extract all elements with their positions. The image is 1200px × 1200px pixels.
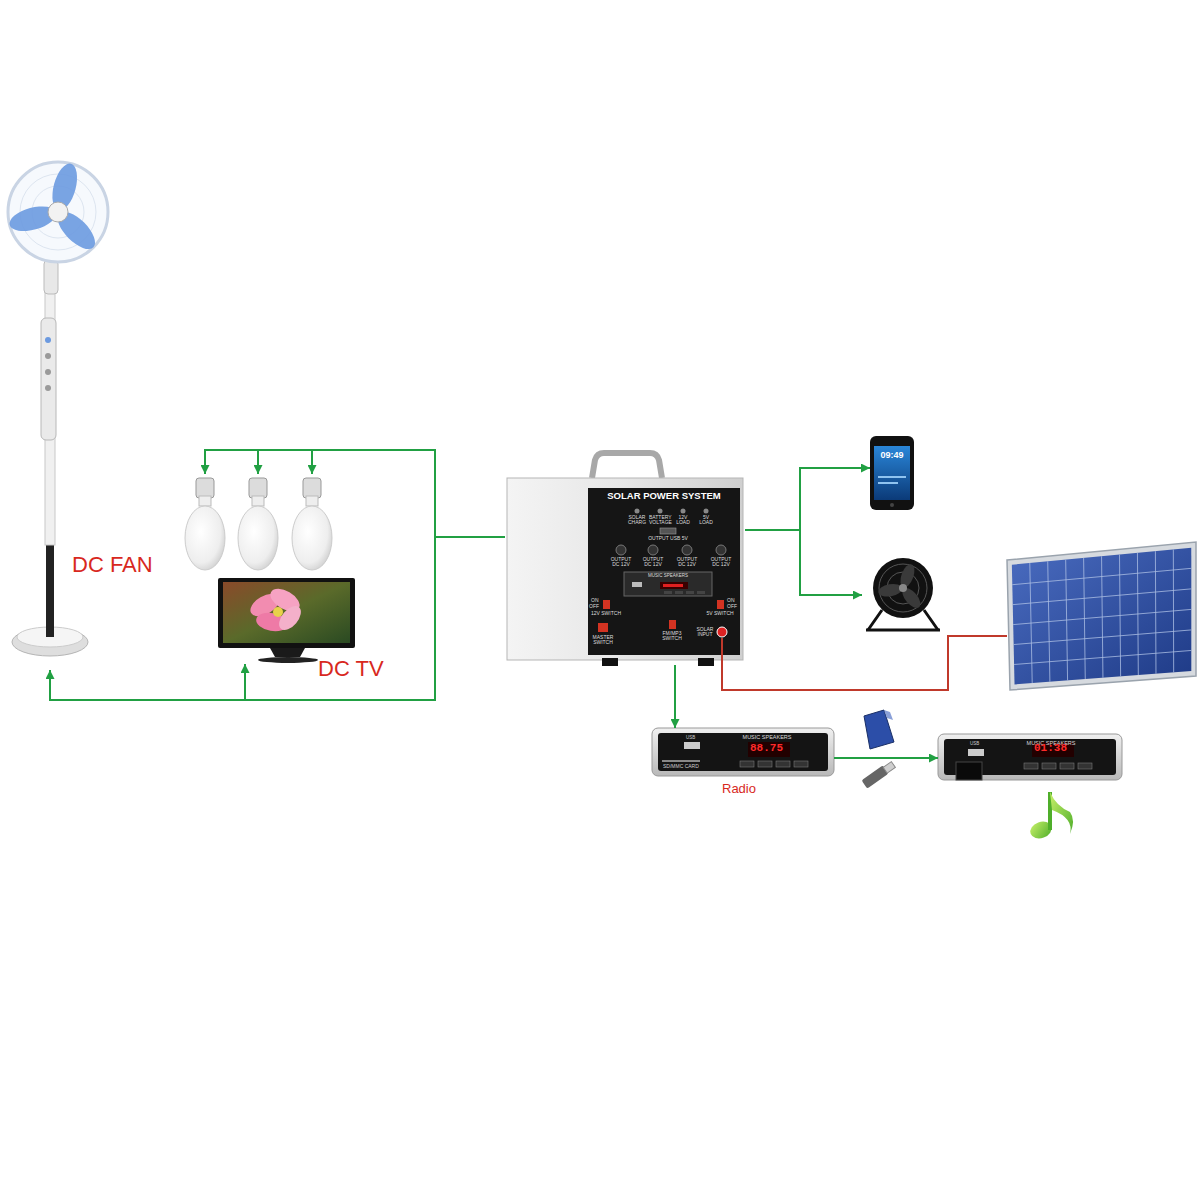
panel-label: OUTPUT USB 5V (648, 536, 688, 541)
fan-device: DC FAN (8, 140, 108, 670)
phone-device: 09:49 (870, 436, 914, 510)
panel-label: OUTPUT DC 12V (609, 557, 633, 568)
panel-label: ON (591, 598, 599, 603)
power-connector (674, 665, 676, 728)
memory-media (861, 710, 895, 789)
panel-cells (1012, 548, 1192, 685)
panel-label: OUTPUT DC 12V (641, 557, 665, 568)
light-bulbs (185, 478, 332, 570)
device-label: Radio (722, 782, 756, 797)
desk-fan (866, 558, 940, 630)
feed-wires (205, 450, 1007, 690)
panel-label: BATTERY VOLTAGE (649, 515, 671, 526)
panel-label: FM/MP3 SWITCH (657, 631, 687, 642)
cell-grid (1014, 630, 1192, 645)
panel-frame (1007, 542, 1196, 690)
power-connector (745, 468, 870, 530)
mobile-phone (870, 436, 914, 510)
device-label: DC FAN (72, 552, 153, 577)
panel-label: USB (970, 742, 979, 747)
cell-grid (1012, 568, 1191, 584)
stand-fan (7, 161, 108, 656)
panel-label: OFF (727, 604, 737, 609)
panel-label: SD/MMC CARD (663, 764, 699, 769)
panel-label: SOLAR INPUT (696, 627, 714, 638)
brand-text: MUSIC SPEAKERS (732, 734, 802, 740)
panel-label: MASTER SWITCH (590, 635, 616, 646)
panel-label: 5V LOAD (698, 515, 714, 526)
panel-label: MUSIC SPEAKERS (648, 574, 688, 579)
solar-power-unit (507, 453, 743, 666)
power-connector (50, 537, 505, 700)
panel-label: 12V LOAD (675, 515, 691, 526)
panel-label: SOLAR CHARG (627, 515, 647, 526)
panel-label: OUTPUT DC 12V (675, 557, 699, 568)
solar-panel (1007, 542, 1196, 690)
music-player (938, 734, 1122, 780)
dc-tv (218, 578, 355, 663)
music-note (1028, 792, 1073, 841)
panel-label: 5V SWITCH (706, 611, 733, 616)
power-connector (834, 757, 938, 759)
unit-title: SOLAR POWER SYSTEM (588, 491, 740, 502)
panel-label: ON (727, 598, 735, 603)
panel-label: USB (686, 736, 695, 741)
player-device: MUSIC SPEAKERS01:38 (938, 734, 1122, 780)
panel-label: OUTPUT DC 12V (709, 557, 733, 568)
device-label: DC TV (318, 656, 384, 681)
cell-grid (1013, 589, 1192, 605)
cell-grid (1013, 609, 1191, 624)
panel-label: 12V SWITCH (591, 611, 621, 616)
tv-device: DC TV (216, 576, 358, 664)
power-connector (245, 537, 505, 700)
cell-grid (1014, 650, 1191, 664)
display-digits: 88.75 (750, 742, 783, 755)
clock-text: 09:49 (870, 450, 914, 460)
display-digits: 01:38 (1034, 742, 1067, 755)
radio-unit (652, 728, 834, 776)
panel-label: OFF (589, 604, 599, 609)
